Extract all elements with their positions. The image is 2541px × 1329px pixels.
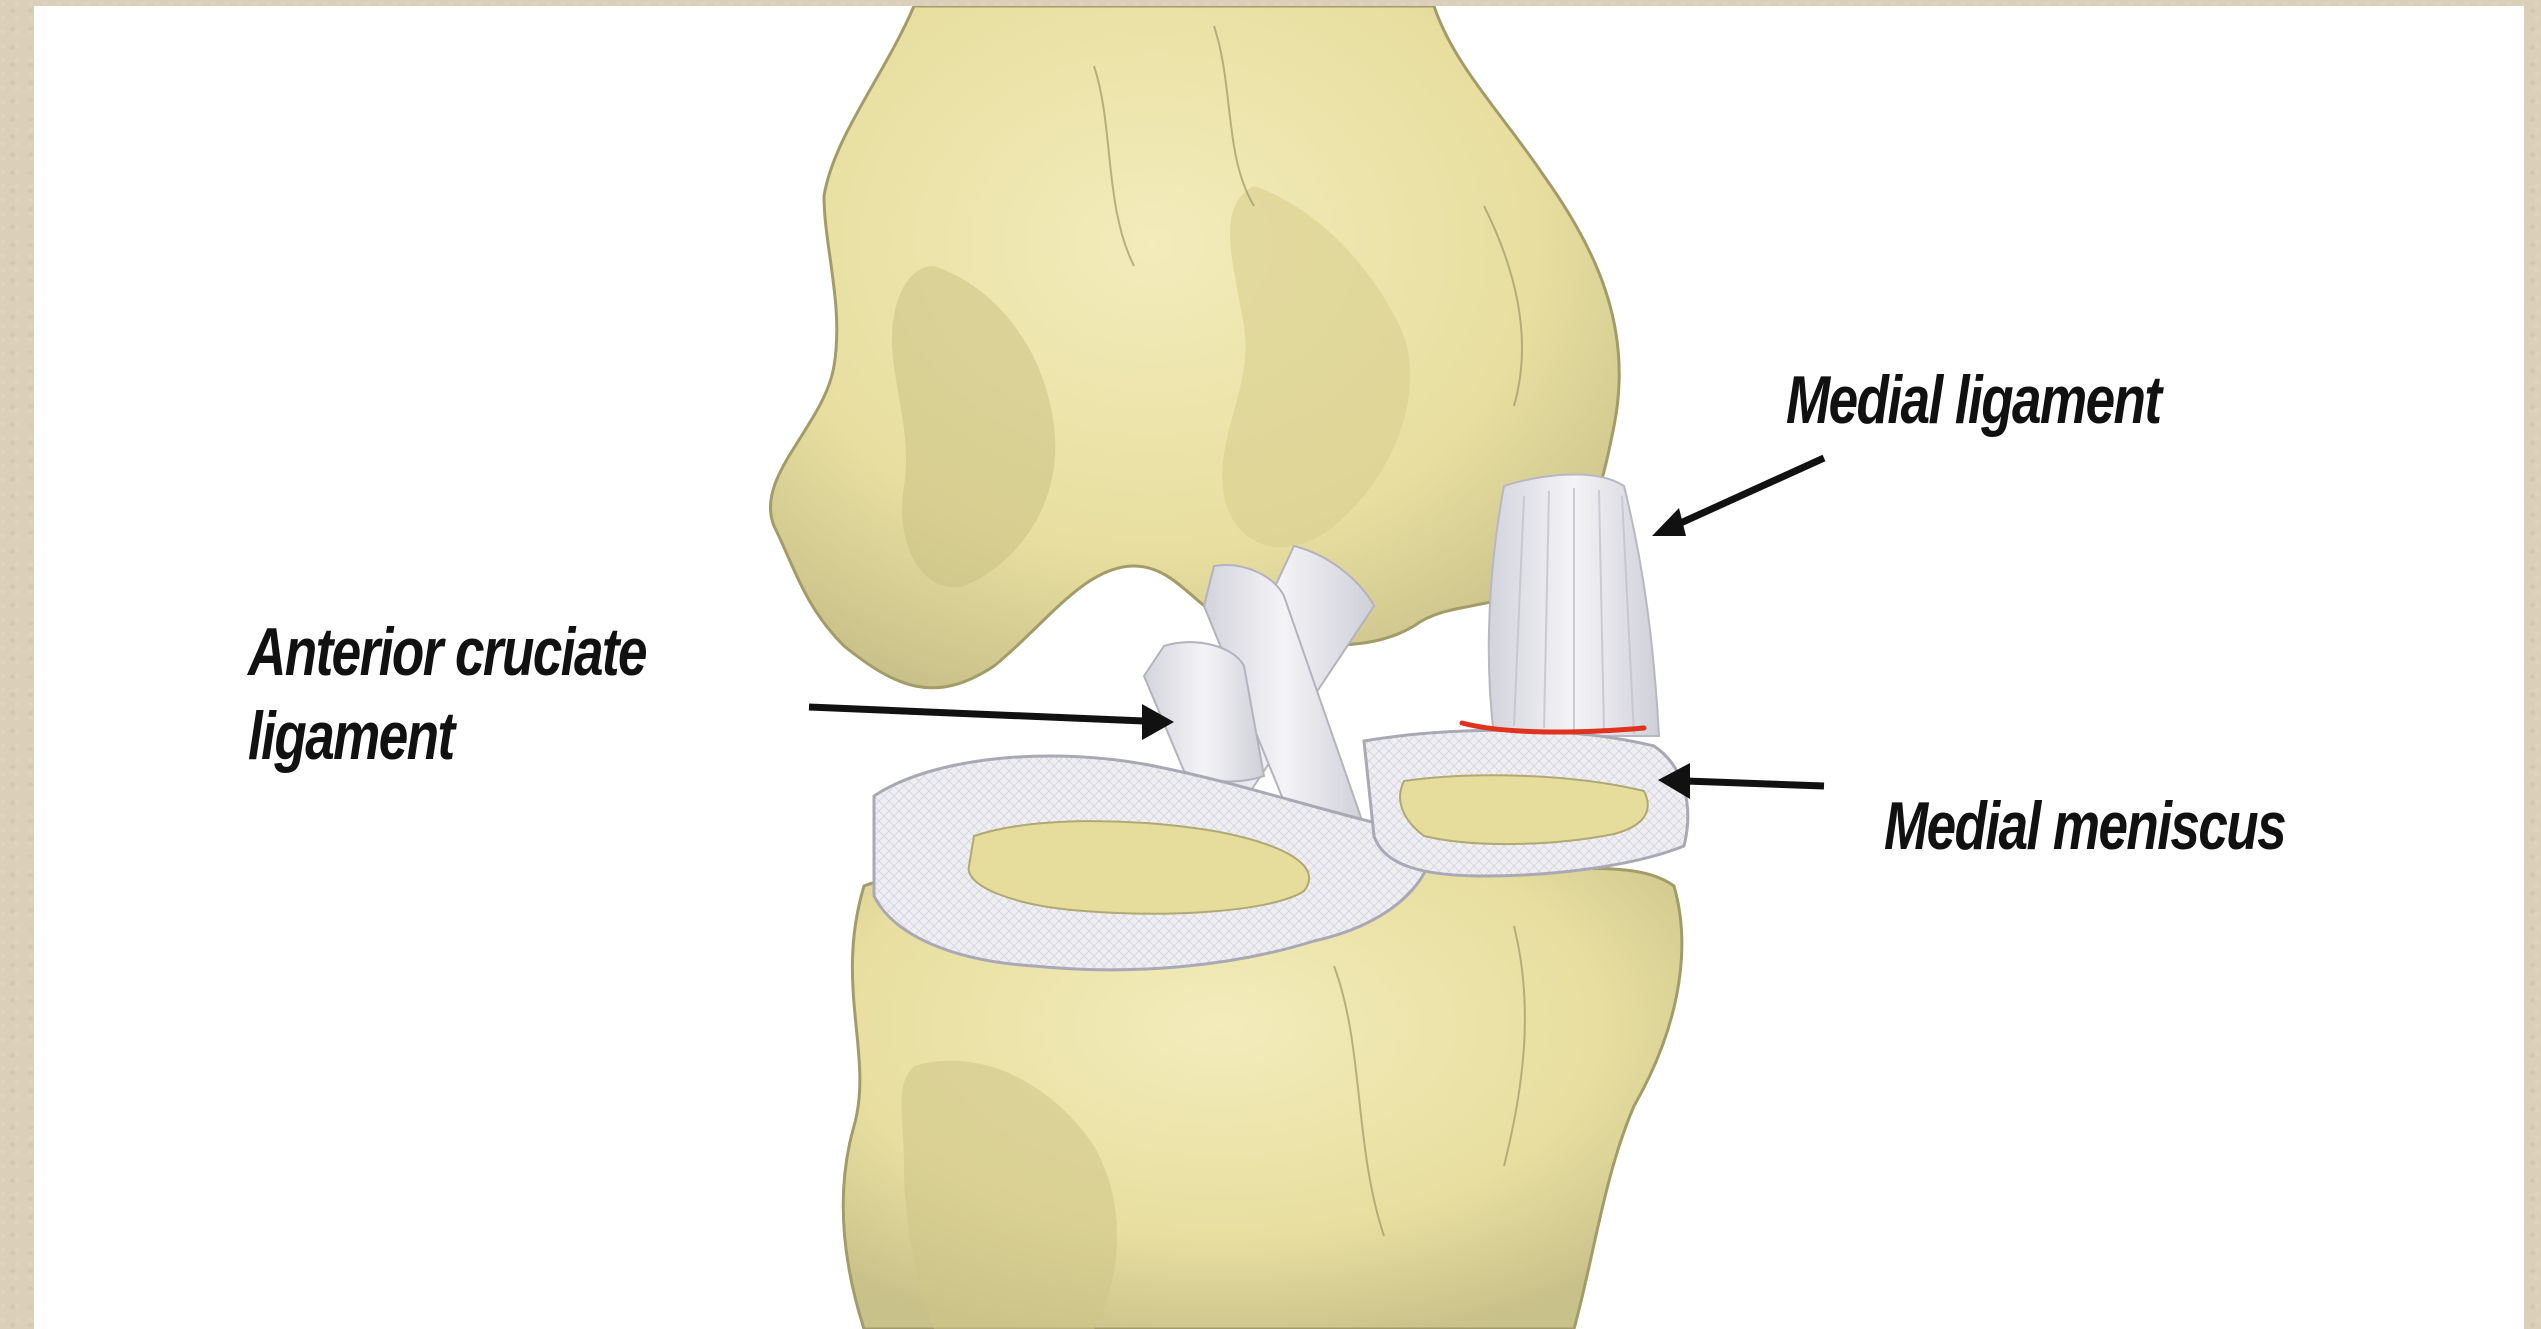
arrow-icon [1658,763,1824,799]
label-text-line-1: Anterior cruciate [248,610,646,694]
label-medial-ligament: Medial ligament [1786,358,2160,442]
label-anterior-cruciate-ligament: Anterior cruciate ligament [248,610,646,779]
label-text-line-2: ligament [248,694,646,778]
arrow-icon [1652,458,1824,536]
diagram-panel: Medial ligament Anterior cruciate ligame… [34,6,2524,1329]
label-text: Medial ligament [1786,358,2160,442]
label-medial-meniscus: Medial meniscus [1884,784,2285,868]
arrow-icon [809,704,1174,740]
label-text: Medial meniscus [1884,784,2285,868]
